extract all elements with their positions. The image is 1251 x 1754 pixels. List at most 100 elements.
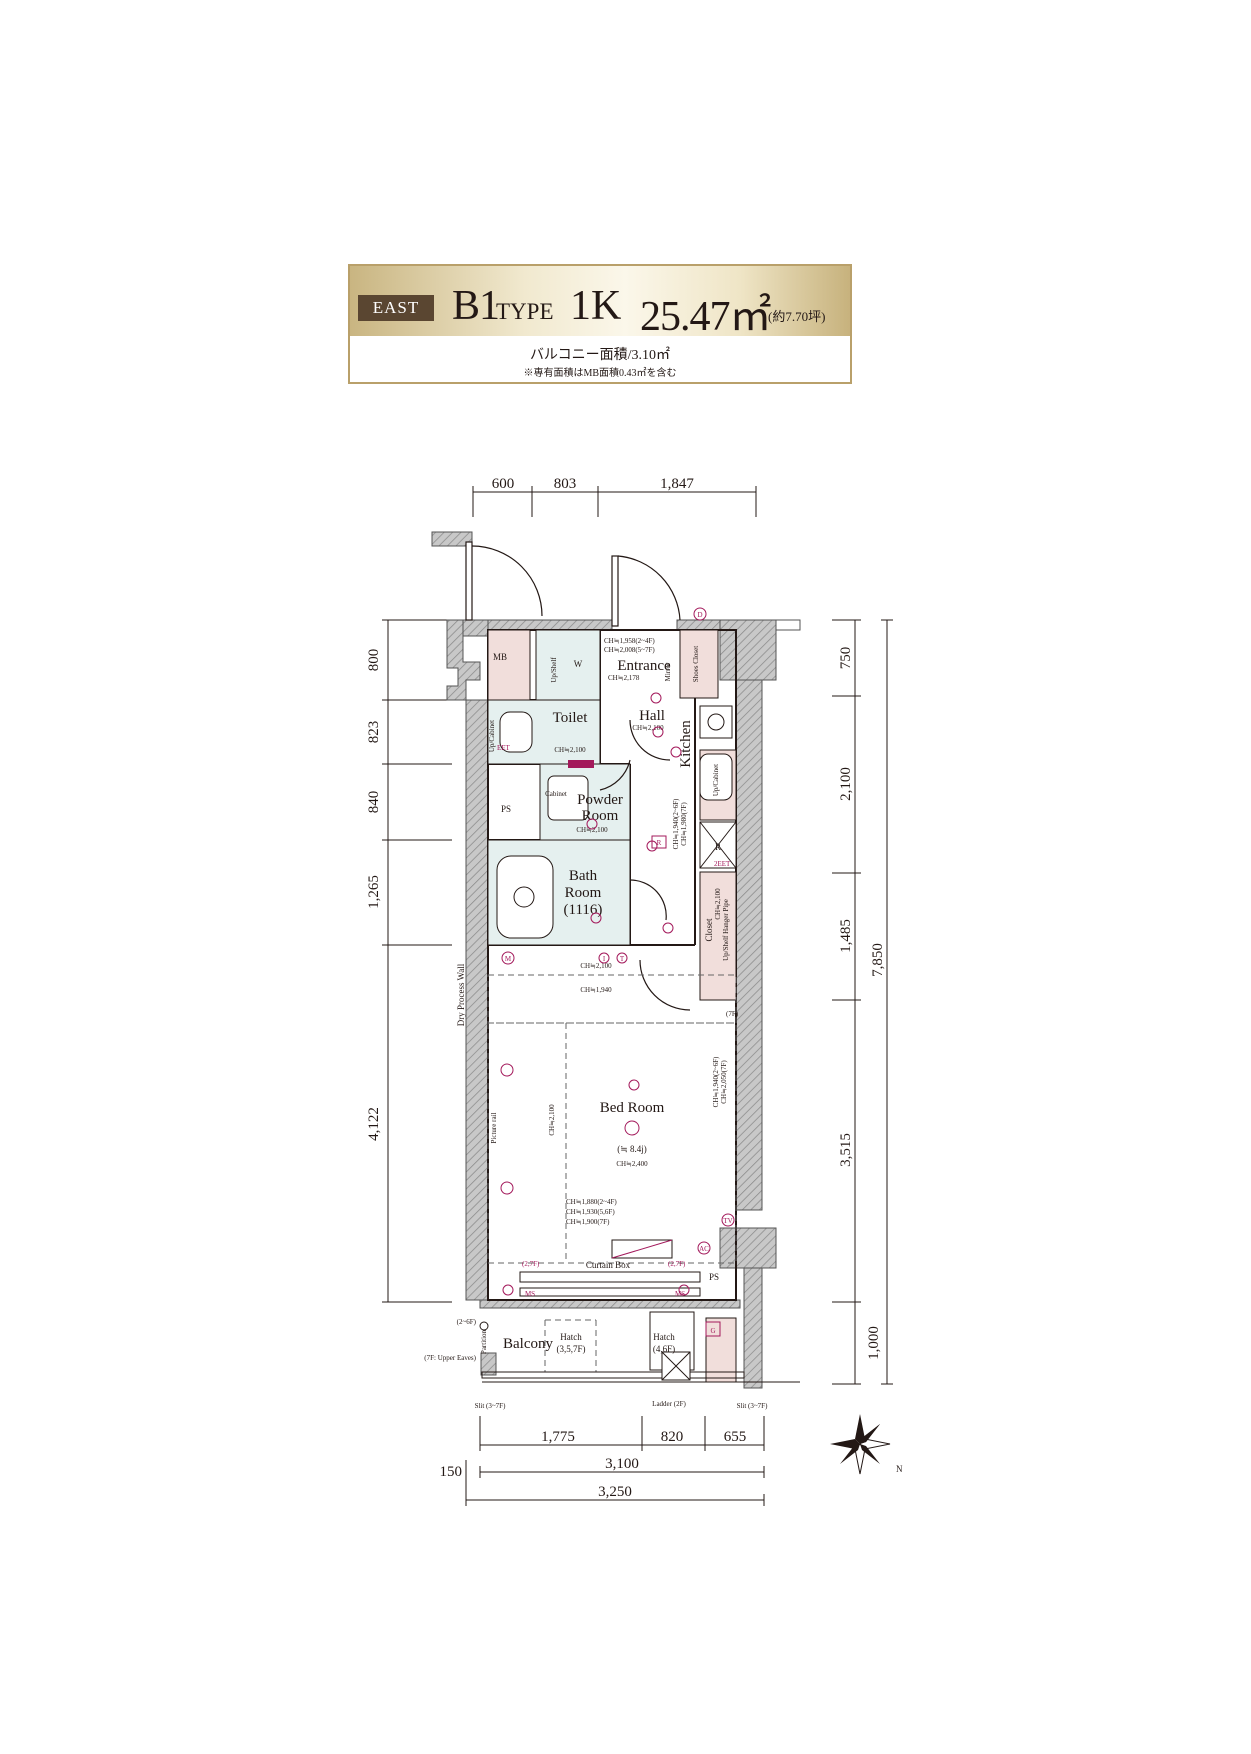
- right-ledge: [775, 619, 801, 631]
- ch-hall-side-2: CH≒1,980(7F): [680, 802, 688, 846]
- dim-top-1: 600: [492, 476, 515, 492]
- intercom-icon: [598, 952, 610, 964]
- sym-ac: AC: [699, 1245, 709, 1253]
- dim-right-3: 1,485: [838, 919, 854, 953]
- ch-entrance-1: CH≒1,958(2~4F): [604, 637, 655, 645]
- light-icon: [500, 1181, 514, 1195]
- note-7f: (7F): [726, 1010, 739, 1018]
- toilet-up-cabinet-label: Up/Cabinet: [488, 720, 496, 752]
- toilet-label: Toilet: [553, 710, 589, 726]
- layout-type: 1K: [570, 283, 622, 329]
- north-compass-icon: N: [830, 1414, 903, 1475]
- ch-bed-bottom-1: CH≒1,880(2~4F): [566, 1198, 617, 1206]
- sym-i: I: [603, 955, 606, 963]
- ch-corridor: CH≒2,100: [580, 962, 612, 970]
- kitchen-up-cabinet-label: Up/Cabinet: [712, 764, 720, 796]
- ps-label: PS: [501, 804, 511, 814]
- light-icon: [502, 1284, 514, 1296]
- sym-m: M: [505, 955, 512, 963]
- ch-bed-right-2: CH≒2,050(7F): [720, 1060, 728, 1104]
- dim-left-1: 800: [366, 649, 382, 672]
- entrance-label: Entrance: [617, 658, 671, 674]
- sym-d: D: [697, 611, 702, 619]
- ac-outlet-icon: [697, 1241, 711, 1255]
- sym-ms-left: MS: [525, 1290, 535, 1298]
- ch-powder: CH≒2,100: [576, 826, 608, 834]
- ch-entrance-3: CH≒2,178: [608, 674, 640, 682]
- picture-rail-label: Picture rail: [490, 1112, 498, 1143]
- electrical-symbols: [479, 607, 735, 1337]
- closet-label: Closet: [704, 918, 714, 942]
- annotations: (7F) (2,7F) (2,7F) (2~6F) (7F: Upper Eav…: [424, 744, 768, 1410]
- light-icon: [586, 818, 598, 830]
- dim-left-4: 1,265: [366, 875, 382, 909]
- unit-area-tsubo: (約7.70坪): [768, 309, 826, 324]
- ch-bed-bottom-3: CH≒1,900(7F): [566, 1218, 610, 1226]
- light-icon: [670, 746, 682, 758]
- ch-entrance-2: CH≒2,008(5~7F): [604, 646, 655, 654]
- type-prefix: B1: [452, 283, 500, 329]
- dim-bottom-total-inner: 3,100: [605, 1456, 639, 1472]
- sym-g: G: [710, 1327, 715, 1335]
- dim-bottom-2: 820: [661, 1429, 684, 1445]
- hatch1-label: Hatch: [560, 1332, 582, 1342]
- balcony-area: バルコニー面積/3.10㎡: [529, 348, 671, 363]
- hatch2-floors-label: (4,6F): [653, 1344, 675, 1354]
- ch-hall: CH≒2,100: [632, 724, 664, 732]
- dim-left-2: 823: [366, 721, 382, 744]
- walls: [431, 531, 777, 1389]
- bath-room-label-1: Bath: [569, 868, 598, 884]
- light-icon: [628, 1079, 640, 1091]
- powder-room-label-1: Powder: [577, 792, 623, 808]
- eet-label: EET: [497, 744, 511, 752]
- dim-top-2: 803: [554, 476, 577, 492]
- kitchen-label: Kitchen: [678, 720, 694, 768]
- unit-area: 25.47㎡: [640, 294, 772, 340]
- ch-hall-side-1: CH≒1,940(2~6F): [672, 798, 680, 849]
- ceiling-lines: [487, 974, 737, 1372]
- dim-bottom-150: 150: [440, 1464, 463, 1480]
- note-upper-eaves: (7F: Upper Eaves): [424, 1354, 476, 1362]
- dimension-lines: [382, 486, 893, 1506]
- note-ladder: Ladder (2F): [652, 1400, 686, 1408]
- area-note: ※専有面積はMB面積0.43㎡を含む: [523, 368, 677, 379]
- balcony-label: Balcony: [503, 1336, 553, 1352]
- bed-room-label: Bed Room: [600, 1100, 665, 1116]
- curtain-box-label: Curtain Box: [586, 1260, 631, 1270]
- doorbell-icon: [693, 607, 707, 621]
- dim-right-total: 7,850: [870, 943, 886, 977]
- partition-icon: [479, 1321, 489, 1331]
- doors: [465, 541, 691, 1011]
- ch-bed-top: CH≒1,940: [580, 986, 612, 994]
- hatch1-floors-label: (3,5,7F): [557, 1344, 586, 1354]
- dim-top-3: 1,847: [660, 476, 694, 492]
- gas-icon: [705, 1321, 721, 1337]
- ch-closet: CH≒2,100: [714, 888, 722, 920]
- ch-bed-center: CH≒2,400: [616, 1160, 648, 1168]
- sym-ms-right: MS: [675, 1290, 685, 1298]
- north-label: N: [896, 1464, 903, 1474]
- bed-size-label: (≒ 8.4j): [617, 1144, 647, 1154]
- sym-tv: TV: [723, 1217, 732, 1225]
- meter-icon: [501, 951, 515, 965]
- dim-bottom-total: 3,250: [598, 1484, 632, 1500]
- ceiling-height-labels: CH≒1,958(2~4F) CH≒2,008(5~7F) CH≒2,178 C…: [548, 637, 728, 1226]
- partition-label: Partition: [480, 1329, 488, 1354]
- dim-left-3: 840: [366, 791, 382, 814]
- powder-room-label-2: Room: [582, 808, 619, 824]
- note-slit-left: Slit (3~7F): [475, 1402, 506, 1410]
- light-icon: [652, 726, 664, 738]
- w-label: W: [574, 659, 583, 669]
- ch-toilet: CH≒2,100: [554, 746, 586, 754]
- note-partition-floors: (2~6F): [457, 1318, 477, 1326]
- dim-right-2: 2,100: [838, 767, 854, 801]
- ps2-label: PS: [709, 1272, 719, 1282]
- mb-label: MB: [493, 652, 507, 662]
- ch-bed-bottom-2: CH≒1,930(5,6F): [566, 1208, 615, 1216]
- dim-left-5: 4,122: [366, 1107, 382, 1141]
- tv-outlet-icon: [721, 1213, 735, 1227]
- refrigerator-outlet-icon: [651, 835, 667, 849]
- sym-tel: T: [620, 955, 625, 963]
- sym-r: R: [657, 839, 662, 847]
